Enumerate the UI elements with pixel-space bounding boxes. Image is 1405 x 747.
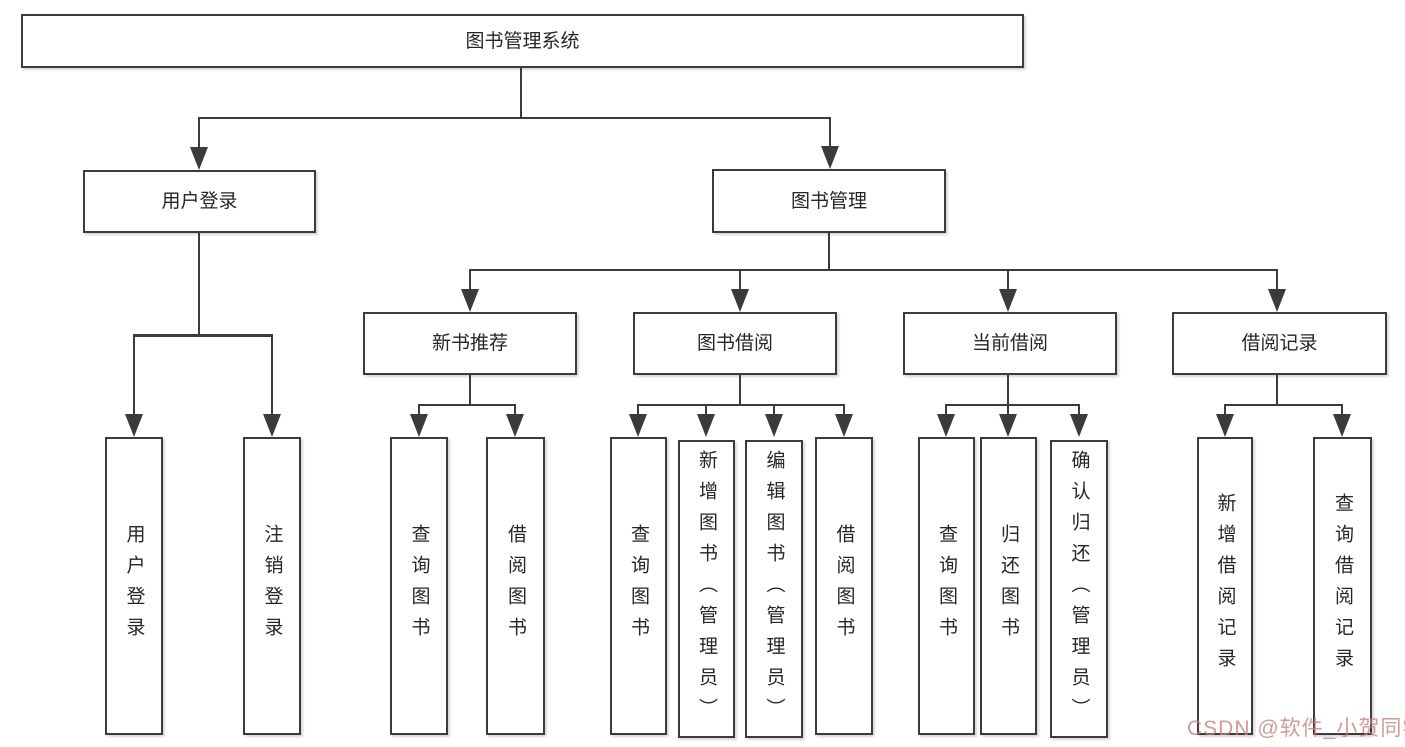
connector-bookmgmt-drop-4: [1275, 268, 1279, 292]
arrow-to-confirm-return: [1070, 414, 1088, 437]
node-user-login: 用户登录: [83, 170, 316, 233]
leaf-query-books-2: 查询图书: [610, 437, 667, 735]
connector-recommend-hline: [417, 403, 517, 406]
arrow-to-query-books-1: [410, 414, 428, 437]
node-book-management: 图书管理: [712, 169, 946, 233]
connector-records-drop-2: [1340, 403, 1344, 417]
connector-userlogin-hline: [132, 334, 274, 337]
leaf-borrow-books-1: 借阅图书: [486, 437, 545, 735]
connector-borrowing-vline: [738, 375, 742, 405]
connector-borrowing-drop-1: [636, 403, 640, 417]
leaf-add-books-admin: 新增图书（管理员）: [678, 440, 735, 738]
connector-bookmgmt-drop-3: [1006, 268, 1010, 292]
connector-borrowing-drop-4: [842, 403, 846, 417]
connector-current-drop-1: [944, 403, 948, 417]
connector-recommend-vline: [468, 375, 472, 405]
connector-records-drop-1: [1223, 403, 1227, 417]
leaf-query-books-3: 查询图书: [918, 437, 975, 735]
node-borrowing-records: 借阅记录: [1172, 312, 1387, 375]
leaf-confirm-return-admin: 确认归还（管理员）: [1050, 440, 1108, 738]
leaf-logout-login: 注销登录: [243, 437, 301, 735]
connector-bookmgmt-hline: [468, 268, 1279, 271]
connector-userlogin-vline: [197, 233, 201, 335]
connector-current-vline: [1006, 375, 1010, 405]
connector-records-vline: [1275, 375, 1279, 405]
node-current-borrowing: 当前借阅: [903, 312, 1117, 375]
connector-userlogin-drop-left: [132, 334, 136, 415]
arrow-to-query-books-2: [629, 414, 647, 437]
arrow-to-return-books: [999, 414, 1017, 437]
connector-current-drop-3: [1077, 403, 1081, 417]
arrow-to-book-borrowing: [731, 289, 749, 312]
connector-bookmgmt-vline: [827, 233, 831, 271]
leaf-query-books-1: 查询图书: [390, 437, 448, 735]
connector-recommend-drop-2: [513, 403, 517, 417]
connector-root-hline: [197, 116, 832, 119]
connector-borrowing-drop-2: [704, 403, 708, 417]
node-book-borrowing: 图书借阅: [633, 312, 837, 375]
connector-current-hline: [944, 403, 1081, 406]
connector-root-drop-left: [197, 116, 201, 149]
arrow-to-leaf-logout: [263, 414, 281, 437]
leaf-user-login: 用户登录: [105, 437, 163, 735]
arrow-to-current-borrowing: [999, 289, 1017, 312]
connector-recommend-drop-1: [417, 403, 421, 417]
arrow-to-edit-books: [765, 414, 783, 437]
connector-borrowing-drop-3: [772, 403, 776, 417]
node-new-book-recommend: 新书推荐: [363, 312, 577, 375]
leaf-query-borrow-record: 查询借阅记录: [1313, 437, 1372, 735]
connector-bookmgmt-drop-2: [738, 268, 742, 292]
connector-root-drop-right: [828, 116, 832, 148]
arrow-to-borrow-books-1: [506, 414, 524, 437]
node-library-management-system: 图书管理系统: [21, 14, 1024, 68]
leaf-edit-books-admin: 编辑图书（管理员）: [745, 440, 803, 738]
arrow-to-borrowing-records: [1268, 289, 1286, 312]
connector-bookmgmt-drop-1: [468, 268, 472, 292]
arrow-to-leaf-user-login: [125, 414, 143, 437]
arrow-to-query-borrow-record: [1333, 414, 1351, 437]
arrow-to-add-books: [697, 414, 715, 437]
arrow-to-query-books-3: [937, 414, 955, 437]
arrow-to-borrow-books-2: [835, 414, 853, 437]
connector-borrowing-hline: [636, 403, 846, 406]
connector-records-hline: [1223, 403, 1344, 406]
arrow-to-add-borrow-record: [1216, 414, 1234, 437]
arrow-to-book-management: [821, 146, 839, 169]
arrow-to-user-login: [190, 147, 208, 170]
csdn-watermark: CSDN @软件_小贺同学: [1187, 717, 1405, 740]
leaf-borrow-books-2: 借阅图书: [815, 437, 873, 735]
arrow-to-new-book-recommend: [461, 289, 479, 312]
connector-current-drop-2: [1006, 403, 1010, 417]
connector-userlogin-drop-right: [270, 334, 274, 415]
leaf-add-borrow-record: 新增借阅记录: [1197, 437, 1253, 735]
connector-root-vline: [519, 68, 523, 118]
leaf-return-books: 归还图书: [980, 437, 1037, 735]
